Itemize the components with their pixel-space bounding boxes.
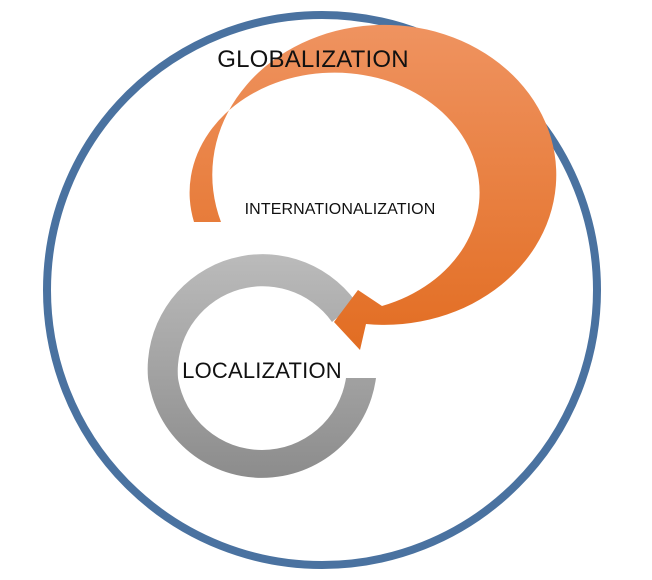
- localization-label: LOCALIZATION: [182, 358, 342, 383]
- internationalization-arrow: [189, 24, 557, 351]
- internationalization-label: INTERNATIONALIZATION: [245, 201, 436, 218]
- globalization-label: GLOBALIZATION: [217, 46, 409, 73]
